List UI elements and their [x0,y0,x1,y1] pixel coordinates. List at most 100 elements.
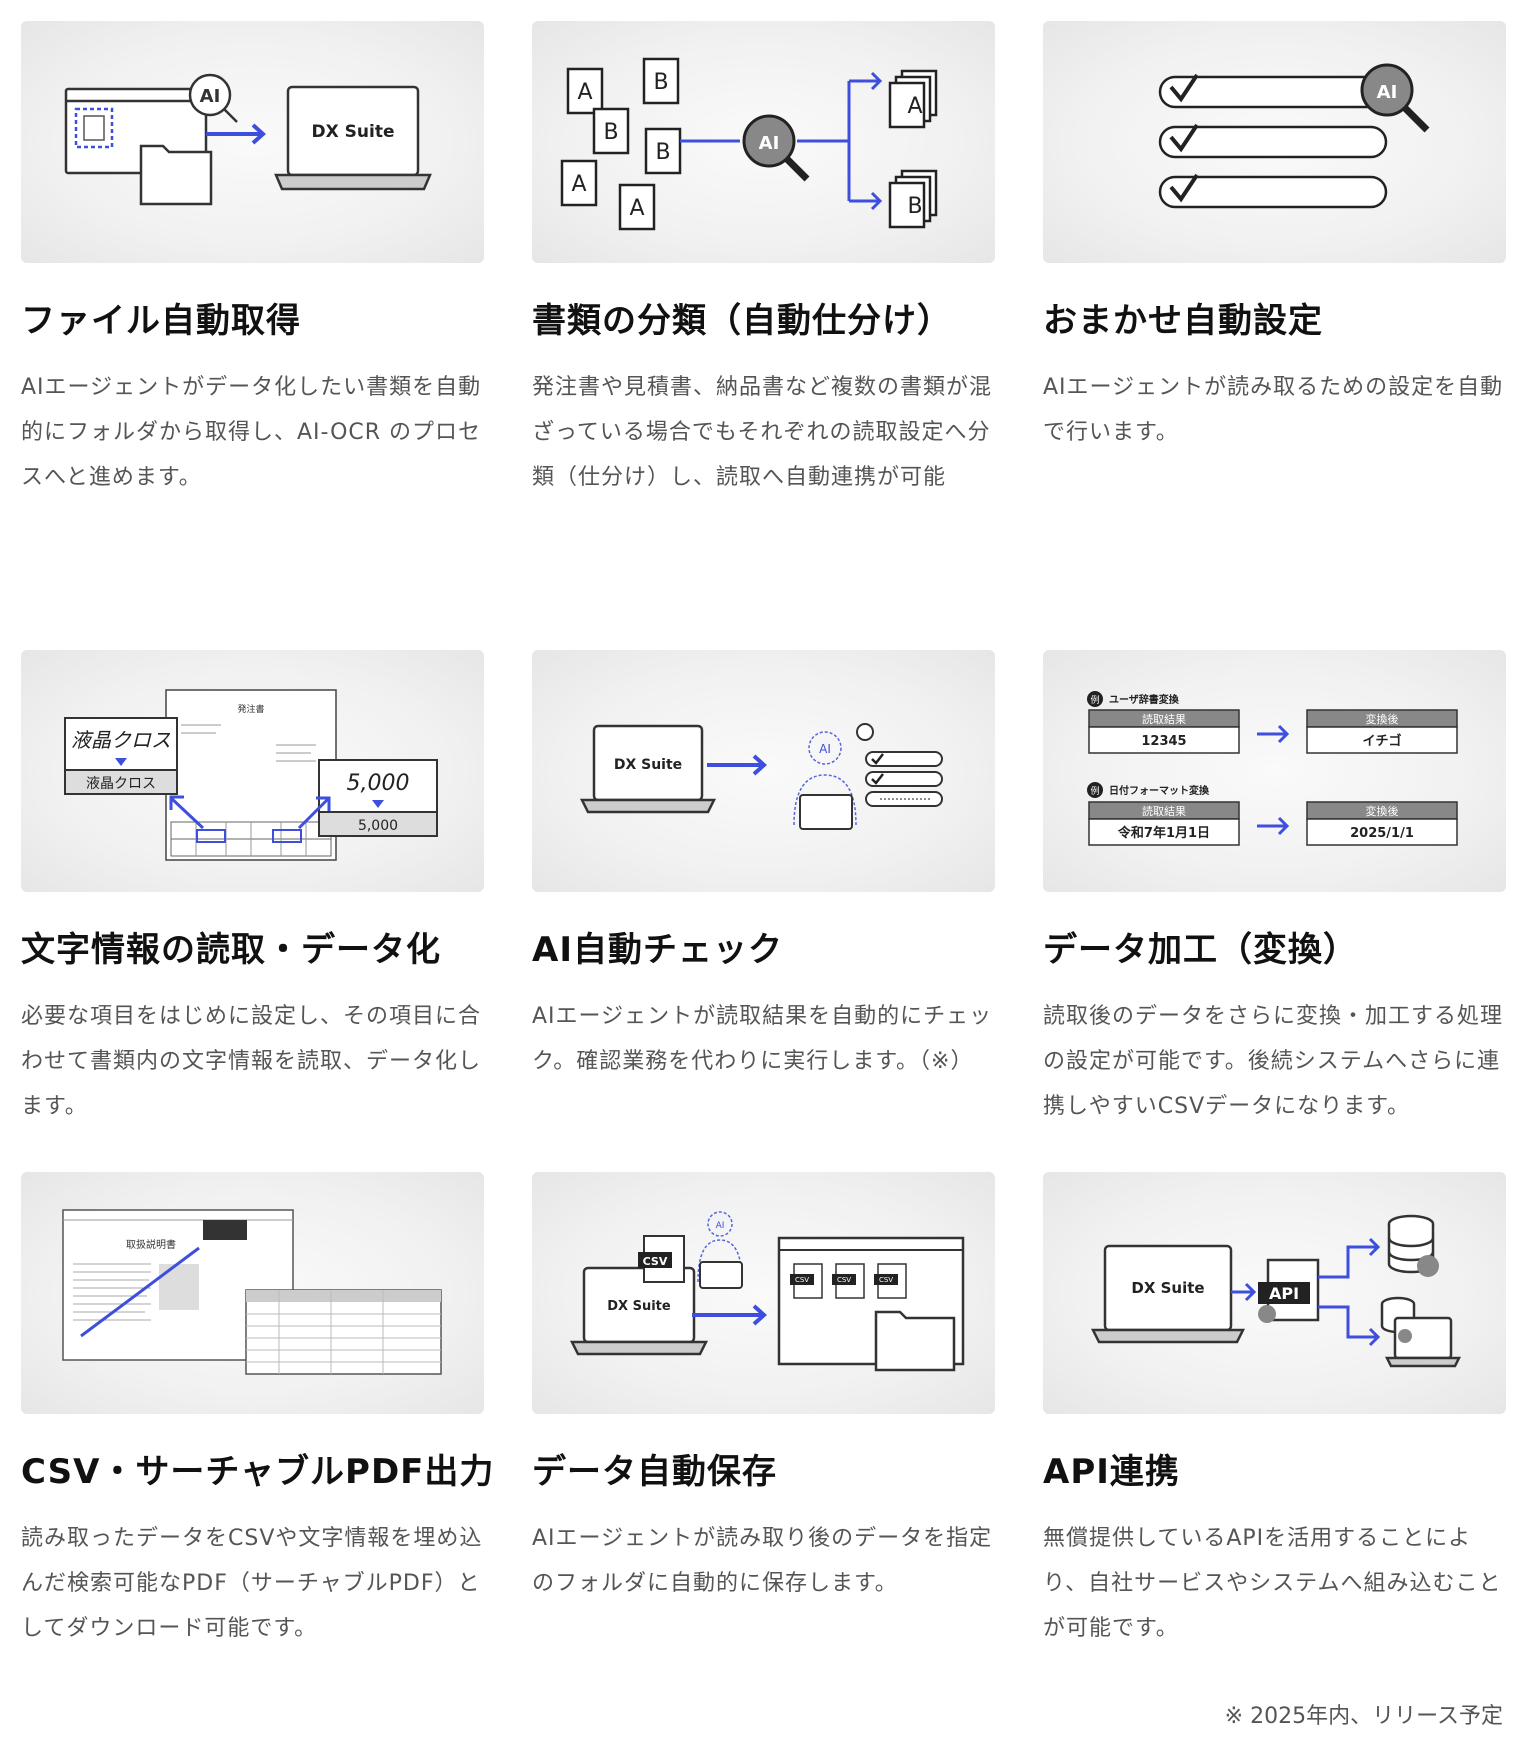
read-result-header: 読取結果 [1142,712,1186,726]
example-badge-icon [1087,691,1103,707]
ocr-illustration: 発注書 液晶クロス 液晶クロス 5,000 5,000 [21,650,484,892]
feature-description: 発注書や見積書、納品書など複数の書類が混ざっている場合でもそれぞれの読取設定へ分… [532,375,993,490]
read-result-header: 読取結果 [1142,804,1186,818]
feature-title: データ加工（変換） [1043,930,1358,970]
dx-suite-label: DX Suite [614,757,682,773]
dx-suite-label: DX Suite [1131,1279,1204,1297]
before-value: 12345 [1141,734,1186,749]
ai-magnifier-icon [1360,63,1414,117]
folder-icon [139,144,213,206]
file-acquisition-illustration: AI DX Suite [21,21,484,263]
order-form-title: 発注書 [237,703,264,715]
feature-description: AIエージェントが読み取り後のデータを指定のフォルダに自動的に保存します。 [532,1526,993,1596]
csv-label: CSV [837,1276,851,1284]
feature-description: AIエージェントが読取結果を自動的にチェック。確認業務を代わりに実行します。（※… [532,1004,993,1074]
feature-title: 書類の分類（自動仕分け） [532,301,952,341]
feature-title: CSV・サーチャブルPDF出力 [21,1452,495,1492]
release-footnote: ※ 2025年内、リリース予定 [1224,1704,1503,1729]
ocr-text: 液晶クロス [86,776,156,792]
feature-description: AIエージェントがデータ化したい書類を自動的にフォルダから取得し、AI-OCR … [21,375,482,490]
document-title: 取扱説明書 [126,1238,176,1251]
api-illustration: DX Suite API [1043,1172,1506,1414]
lightbulb-icon [856,723,874,741]
doc-a-label: A [571,172,586,197]
feature-description: 無償提供しているAPIを活用することにより、自社サービスやシステムへ組み込むこと… [1043,1526,1502,1641]
ai-label: AI [759,133,780,154]
feature-card-auto-settings: AI おまかせ自動設定 AIエージェントが読み取るための設定を自動で行います。 [1043,21,1506,455]
gear-icon [1398,1329,1412,1343]
converted-header: 変換後 [1366,712,1399,726]
before-value: 令和7年1月1日 [1118,825,1210,841]
ai-agent-figure [697,1211,743,1283]
checkmark-icon [871,753,884,785]
order-form-document [165,689,337,861]
checklist-item [1158,125,1388,159]
feature-card-ocr: 発注書 液晶クロス 液晶クロス 5,000 5,000 [21,650,484,1129]
arrow-right-icon [1257,816,1290,836]
csv-label: CSV [795,1276,809,1284]
feature-card-csv-pdf-output: 取扱説明書 CSV・サーチャブルPDF出力 読み取ったデータをCSVや文字情報を… [21,1172,495,1651]
laptop-icon [1090,1244,1246,1344]
checkmark-icon [1169,73,1199,203]
ai-label: AI [819,742,831,756]
feature-title: データ自動保存 [532,1452,777,1492]
after-value: イチゴ [1362,733,1401,749]
example-badge-icon [1087,782,1103,798]
server-laptop-icon [1380,1296,1462,1368]
converted-header: 変換後 [1366,804,1399,818]
csv-label: CSV [643,1255,668,1268]
ai-label: AI [1377,82,1398,103]
arrow-right-icon [1257,724,1290,744]
feature-title: 文字情報の読取・データ化 [21,930,441,970]
csv-pdf-illustration: 取扱説明書 [21,1172,484,1414]
doc-b-label: B [907,194,922,219]
auto-settings-illustration: AI [1043,21,1506,263]
handwritten-number: 5,000 [347,771,410,796]
example-label: ユーザ辞書変換 [1109,693,1180,706]
feature-title: ファイル自動取得 [21,301,301,341]
doc-b-label: B [653,70,668,95]
auto-save-illustration: DX Suite CSV AI CSV CSV [532,1172,995,1414]
example-badge: 例 [1090,785,1099,797]
doc-a-label: A [907,94,922,119]
feature-description: 読み取ったデータをCSVや文字情報を埋め込んだ検索可能なPDF（サーチャブルPD… [21,1526,483,1641]
handwritten-text: 液晶クロス [71,728,171,752]
csv-label: CSV [879,1276,893,1284]
ai-label: AI [200,86,221,107]
feature-description: 必要な項目をはじめに設定し、その項目に合わせて書類内の文字情報を読取、データ化し… [21,1004,482,1119]
feature-card-data-conversion: 例 ユーザ辞書変換 読取結果 変換後 12345 イチゴ 例 日付フォーマット変… [1043,650,1506,1129]
ocr-number: 5,000 [358,818,398,834]
feature-title: おまかせ自動設定 [1043,301,1323,341]
gear-icon [1258,1305,1276,1323]
example-badge: 例 [1090,694,1099,706]
conversion-illustration: 例 ユーザ辞書変換 読取結果 変換後 12345 イチゴ 例 日付フォーマット変… [1043,650,1506,892]
feature-card-document-classification: A B B B A A AI A B 書類の分類（自動仕分け） 発注書や見積 [532,21,995,500]
ai-check-illustration: DX Suite AI [532,650,995,892]
feature-description: 読取後のデータをさらに変換・加工する処理の設定が可能です。後続システムへさらに連… [1043,1004,1504,1119]
dx-suite-label: DX Suite [312,122,395,142]
feature-title: AI自動チェック [532,930,783,970]
doc-a-label: A [629,196,644,221]
ai-magnifier-icon [742,114,796,168]
folder-icon [874,1310,956,1372]
feature-card-ai-check: DX Suite AI AI自動チェック AIエージェントが読取結果を自動的にチ… [532,650,995,1084]
feature-card-auto-save: DX Suite CSV AI CSV CSV [532,1172,995,1606]
doc-b-label: B [655,140,670,165]
laptop-icon [579,724,717,814]
feature-card-file-acquisition: AI DX Suite ファイル自動取得 AIエージェントがデータ化したい書類を… [21,21,484,500]
csv-table [245,1289,442,1375]
ai-agent-figure [793,731,857,826]
feature-description: AIエージェントが読み取るための設定を自動で行います。 [1043,375,1504,445]
feature-title: API連携 [1043,1452,1180,1492]
classification-illustration: A B B B A A AI A B [532,21,995,263]
dx-suite-label: DX Suite [607,1299,671,1314]
document-icon [566,67,604,115]
doc-b-label: B [603,120,618,145]
gear-icon [1417,1255,1439,1277]
ai-label: AI [716,1221,725,1231]
laptop-icon [274,85,432,191]
arrow-right-icon [692,1304,767,1326]
feature-card-api: DX Suite API API連携 無償提供しているAPIを活用することにより… [1043,1172,1506,1651]
api-label: API [1269,1284,1299,1303]
doc-a-label: A [577,80,592,105]
